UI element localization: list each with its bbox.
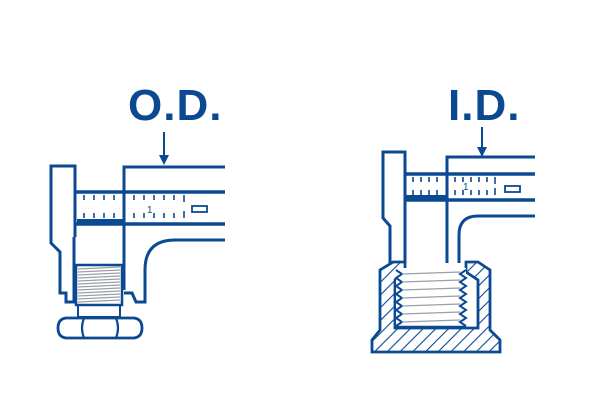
- id-scale-mark: 1: [463, 182, 469, 193]
- od-fixed-jaw: [49, 164, 77, 304]
- od-hex-nut: [56, 316, 144, 340]
- id-scale-ticks: [412, 177, 496, 195]
- id-fitting-section: [370, 260, 502, 354]
- od-caliper: 1: [49, 132, 225, 340]
- od-slider-frame: [122, 165, 225, 228]
- od-scale-ticks: [83, 195, 185, 218]
- od-arrow-icon: [159, 132, 169, 165]
- id-label: I.D.: [448, 81, 521, 130]
- od-threads: [77, 266, 121, 303]
- id-fixed-jaw: [381, 150, 407, 270]
- od-label: O.D.: [128, 81, 223, 130]
- od-scale-mark: 1: [147, 205, 153, 216]
- id-caliper: 1: [370, 127, 535, 354]
- id-arrow-icon: [477, 127, 487, 157]
